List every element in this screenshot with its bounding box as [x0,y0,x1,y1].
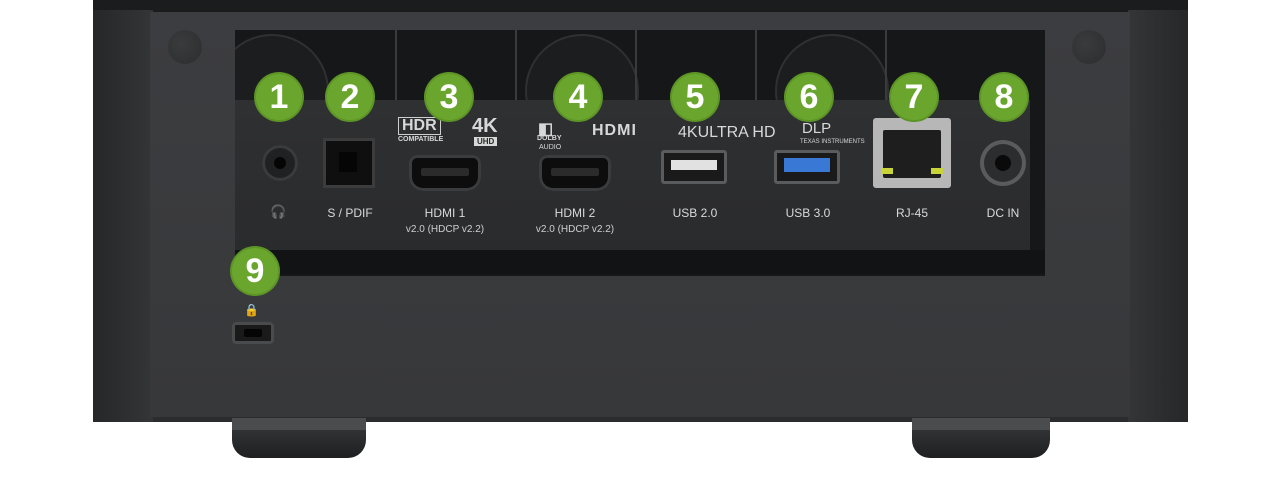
screw-cap-left [168,30,202,64]
4k-logo: 4K [472,115,498,137]
chassis-left-side [93,10,153,422]
hdmi-1-version: v2.0 (HDCP v2.2) [405,224,485,235]
hdmi-2-version: v2.0 (HDCP v2.2) [535,224,615,235]
callout-badge-3: 3 [426,74,472,120]
spdif-label: S / PDIF [327,206,373,220]
hdmi-1-label: HDMI 1 [424,206,466,220]
usb-3-label: USB 3.0 [785,206,831,220]
dlp-logo: DLP [802,120,832,137]
dolby-audio-text: AUDIO [539,144,562,151]
hdmi-2-label: HDMI 2 [554,206,596,220]
dc-in-jack [980,140,1026,186]
kensington-lock-slot [232,322,274,344]
usb-2-label: USB 2.0 [672,206,718,220]
callout-badge-4: 4 [555,74,601,120]
vent-fin [515,30,517,102]
hdr-logo-subtext: COMPATIBLE [398,136,444,143]
uhd-logo-subtext: UHD [474,137,498,146]
top-bevel [93,0,1188,12]
dlp-logo-subtext: TEXAS INSTRUMENTS [800,139,865,145]
chassis-right-side [1128,10,1188,422]
vent-fin [755,30,757,102]
4k-ultra-hd-logo: 4KULTRA HD [678,124,776,141]
usb-2-port [661,150,727,184]
callout-badge-2: 2 [327,74,373,120]
dc-in-label: DC IN [986,206,1020,220]
foot-right-ring [912,418,1050,430]
usb-3-port [774,150,840,184]
dolby-logo-text: DOLBY [537,135,562,142]
callout-badge-1: 1 [256,74,302,120]
callout-badge-6: 6 [786,74,832,120]
callout-badge-8: 8 [981,74,1027,120]
rj45-port [873,118,951,188]
vent-fin [885,30,887,102]
lock-icon: 🔒 [244,303,259,317]
hdmi-2-port [539,155,611,191]
vent-fin [395,30,397,102]
callout-badge-5: 5 [672,74,718,120]
hdr-logo: HDR [398,117,441,135]
headphone-icon: 🎧 [270,204,287,219]
callout-badge-9: 9 [232,248,278,294]
headphone-jack [262,145,298,181]
callout-badge-7: 7 [891,74,937,120]
vent-fin [635,30,637,102]
rj45-label: RJ-45 [895,206,928,220]
hdmi-logo: HDMI [592,122,637,139]
lower-slot [235,250,1045,274]
dolby-icon: ◧ [538,121,554,138]
hdmi-1-port [409,155,481,191]
foot-left-ring [232,418,366,430]
screw-cap-right [1072,30,1106,64]
spdif-port [323,138,375,188]
